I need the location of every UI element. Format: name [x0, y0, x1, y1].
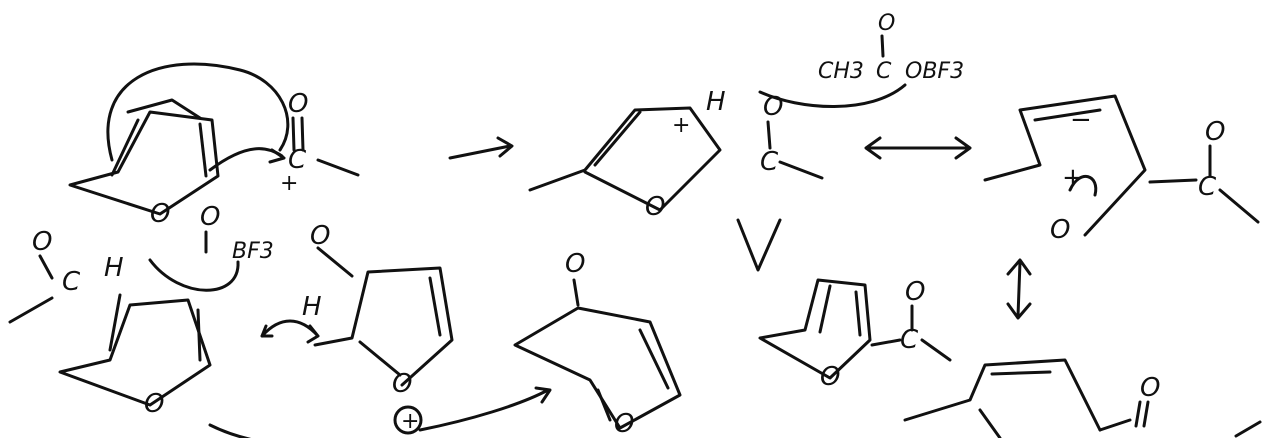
sigma-substituent: H O C [706, 87, 824, 180]
svg-text:+: + [672, 113, 690, 138]
resonance-ring-3 [983, 94, 1147, 237]
acetylfuran-right-center: O O C [758, 277, 952, 392]
svg-text:H: H [302, 292, 322, 322]
svg-text:+: + [1062, 163, 1084, 193]
svg-text:O: O [1050, 215, 1070, 245]
resonance-arrow-curved [260, 319, 320, 344]
svg-text:C: C [62, 267, 81, 297]
furan-ring-1 [68, 98, 220, 216]
reaction-arrow-bottom [418, 386, 552, 432]
svg-text:C: C [900, 325, 919, 355]
furan-ring-bottom-left [58, 293, 212, 407]
svg-text:O: O [32, 227, 52, 257]
svg-text:BF3: BF3 [232, 239, 274, 264]
resonance-ring-bottom-right: O [903, 358, 1262, 438]
svg-text:C: C [760, 147, 779, 177]
svg-text:CH3: CH3 [818, 59, 864, 84]
svg-text:H: H [706, 87, 726, 117]
curved-arrow-base [758, 83, 907, 108]
curved-arrow-1 [106, 62, 290, 162]
curved-arrow-bottom-left [148, 258, 240, 292]
svg-text:−: − [1070, 105, 1092, 135]
svg-text:O: O [878, 11, 895, 36]
acetyl-group-3: O C [1148, 117, 1260, 224]
reaction-arrow-1 [448, 136, 514, 160]
svg-text:C: C [876, 59, 892, 84]
acetyl-bf3-top: CH3 O C OBF3 [758, 11, 964, 108]
svg-text:O: O [565, 249, 585, 279]
resonance-arrow-vertical [1006, 258, 1032, 320]
svg-text:O: O [645, 192, 665, 222]
ring-oxygen-1: O [150, 199, 170, 229]
oxonium-ring [313, 266, 454, 387]
svg-text:O: O [392, 369, 412, 399]
svg-text:H: H [104, 253, 124, 283]
svg-text:+: + [401, 409, 419, 434]
down-arrow-middle [736, 218, 782, 272]
svg-text:O: O [310, 221, 330, 251]
curved-arrow-3 [1068, 174, 1098, 197]
svg-text:O: O [614, 409, 634, 438]
oxonium-charge-circle [393, 405, 423, 435]
acetyl-group-left: O C [8, 227, 81, 324]
svg-text:C: C [288, 145, 307, 175]
svg-text:OBF3: OBF3 [905, 59, 964, 84]
svg-text:+: + [280, 171, 298, 196]
svg-text:O: O [288, 89, 308, 119]
arrow-head-2 [268, 148, 286, 164]
resonance-arrow-top [864, 136, 972, 160]
svg-text:O: O [144, 389, 164, 419]
curved-arrow-2 [208, 147, 284, 172]
svg-text:O: O [820, 362, 840, 392]
svg-text:O: O [200, 202, 220, 232]
svg-text:O: O [905, 277, 925, 307]
bf3-acetate-left: O BF3 [148, 202, 274, 292]
acetylfuran-product: O [513, 249, 682, 430]
svg-text:C: C [1198, 172, 1217, 202]
sigma-complex-ring [528, 106, 722, 212]
tail-stroke [208, 423, 252, 438]
acylium-ion: O C + [280, 89, 360, 196]
svg-text:O: O [1140, 373, 1160, 403]
svg-text:O: O [1205, 117, 1225, 147]
